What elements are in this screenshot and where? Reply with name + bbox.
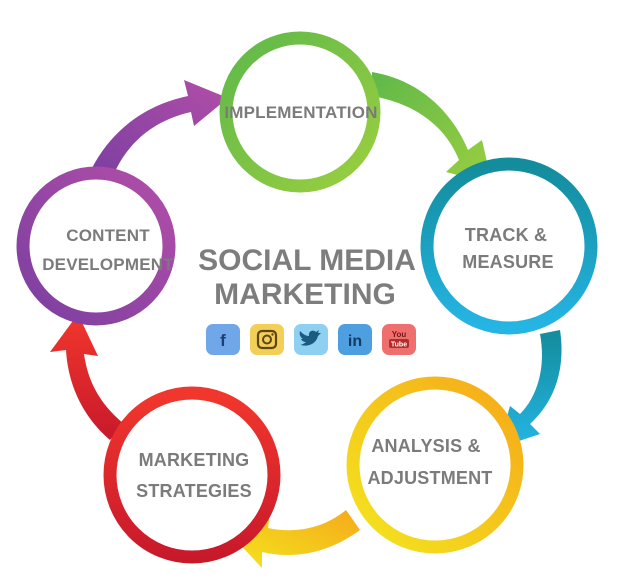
linkedin-icon[interactable]: in [338, 324, 372, 355]
center-title-line1: SOCIAL MEDIA [198, 244, 416, 277]
center-title-line2: MARKETING [214, 278, 396, 311]
label-analysis-adjustment-line2: ADJUSTMENT [367, 468, 492, 488]
arrow-content-to-implementation [92, 80, 228, 178]
label-marketing-strategies-line2: STRATEGIES [136, 481, 252, 501]
label-content-development-line1: CONTENT [66, 226, 150, 245]
youtube-icon[interactable]: You Tube [382, 324, 416, 355]
facebook-icon[interactable]: f [206, 324, 240, 355]
twitter-icon[interactable] [294, 324, 328, 355]
label-implementation: IMPLEMENTATION [224, 103, 377, 122]
ring-implementation [219, 31, 381, 193]
svg-text:You: You [392, 330, 407, 339]
ring-analysis-adjustment [346, 376, 524, 554]
ring-track-measure [420, 157, 598, 335]
arrow-track-to-analysis [498, 330, 562, 448]
social-icons: f in You Tube [206, 324, 416, 355]
svg-text:f: f [220, 331, 226, 350]
label-marketing-strategies-line1: MARKETING [139, 450, 250, 470]
arrow-implementation-to-track [372, 72, 492, 184]
label-analysis-adjustment-line1: ANALYSIS & [371, 436, 480, 456]
ring-content-development [16, 166, 176, 326]
arrow-marketing-to-content [50, 314, 124, 440]
svg-text:Tube: Tube [391, 342, 407, 349]
ring-marketing-strategies [103, 386, 281, 564]
label-content-development-line2: DEVELOPMENT [42, 255, 174, 274]
label-track-measure-line2: MEASURE [462, 252, 553, 272]
label-track-measure-line1: TRACK & [465, 225, 547, 245]
svg-text:in: in [348, 333, 362, 350]
instagram-icon[interactable] [250, 324, 284, 355]
